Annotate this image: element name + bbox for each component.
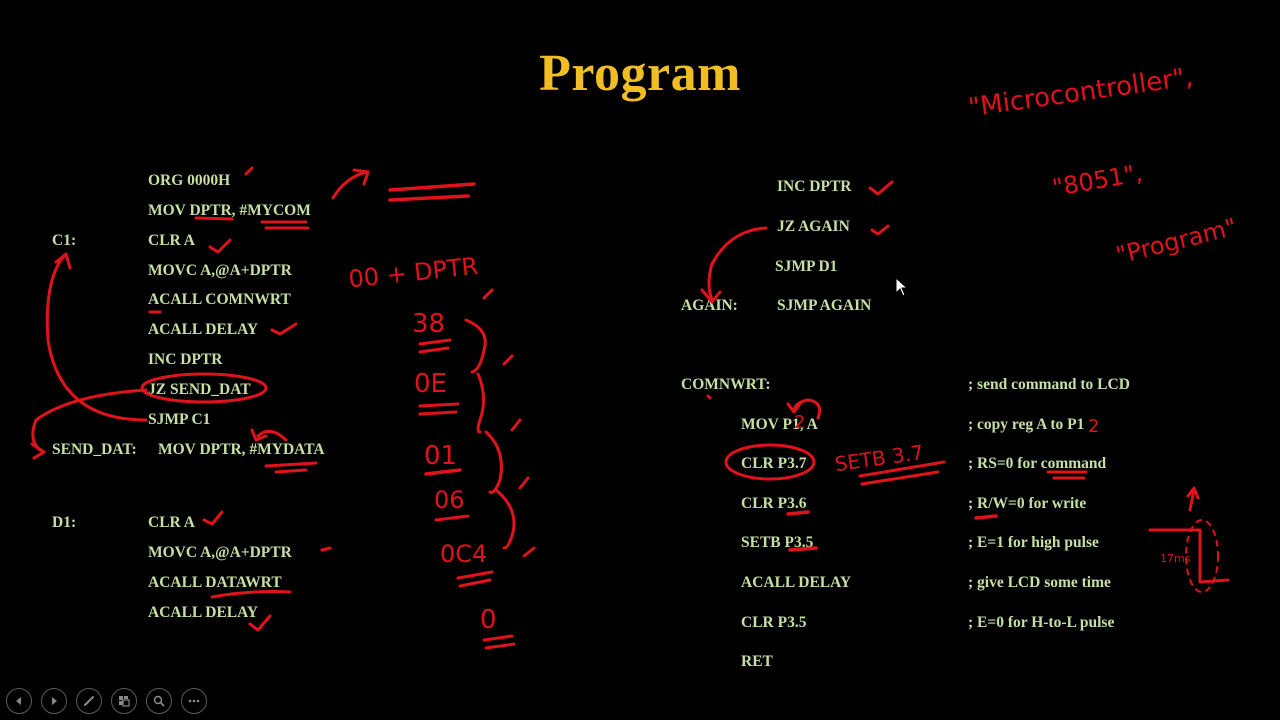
ink-pulse-note: 17ms bbox=[1160, 552, 1191, 565]
slides-grid-icon bbox=[119, 696, 130, 707]
code-label-comnwrt: COMNWRT: bbox=[681, 376, 771, 393]
code-line: CLR P3.5 bbox=[741, 614, 807, 631]
code-comment: ; E=1 for high pulse bbox=[968, 534, 1099, 551]
arrow-right-icon bbox=[52, 697, 57, 705]
ink-hex-value: 0 bbox=[480, 605, 497, 635]
pen-tool-button[interactable] bbox=[76, 688, 102, 714]
ink-checkmark bbox=[868, 180, 894, 196]
code-label-again: AGAIN: bbox=[681, 297, 738, 314]
code-line: JZ SEND_DAT bbox=[148, 381, 251, 398]
code-line: INC DPTR bbox=[148, 351, 223, 368]
ink-p2-fix: 2 bbox=[1088, 416, 1099, 437]
ink-dptr-note: 00 + DPTR bbox=[347, 252, 479, 293]
ellipsis-icon bbox=[188, 699, 200, 703]
ink-checkmark bbox=[270, 322, 298, 336]
code-line: CLR A bbox=[148, 232, 195, 249]
code-comment: ; E=0 for H-to-L pulse bbox=[968, 614, 1115, 631]
code-comment: ; give LCD some time bbox=[968, 574, 1111, 591]
code-comment: ; send command to LCD bbox=[968, 376, 1130, 393]
code-comment: ; RS=0 for command bbox=[968, 455, 1107, 472]
ink-checkmark bbox=[202, 510, 224, 526]
code-line: JZ AGAIN bbox=[777, 218, 850, 235]
ink-tick bbox=[244, 166, 254, 176]
ink-hex-value: 0E bbox=[414, 369, 447, 399]
presenter-toolbar bbox=[6, 688, 207, 714]
code-line: ACALL DELAY bbox=[148, 604, 259, 621]
code-line: MOV DPTR, #MYDATA bbox=[158, 441, 325, 458]
code-line: ORG 0000H bbox=[148, 172, 231, 189]
code-line: ACALL COMNWRT bbox=[148, 291, 291, 308]
code-line: MOVC A,@A+DPTR bbox=[148, 262, 292, 279]
code-line: INC DPTR bbox=[777, 178, 852, 195]
code-line: ACALL DELAY bbox=[148, 321, 259, 338]
see-all-slides-button[interactable] bbox=[111, 688, 137, 714]
code-line: MOVC A,@A+DPTR bbox=[148, 544, 292, 561]
zoom-button[interactable] bbox=[146, 688, 172, 714]
code-line: ACALL DATAWRT bbox=[148, 574, 282, 591]
code-line: MOV P1, A bbox=[741, 416, 818, 433]
code-line: CLR P3.6 bbox=[741, 495, 807, 512]
ink-hex-value: 01 bbox=[424, 441, 457, 471]
code-line: SETB P3.5 bbox=[741, 534, 814, 551]
code-line: SJMP AGAIN bbox=[777, 297, 872, 314]
ink-checkmark bbox=[208, 238, 232, 254]
ink-keyword: "8051", bbox=[1050, 159, 1144, 202]
pen-icon bbox=[84, 696, 94, 706]
code-line: CLR P3.7 bbox=[741, 455, 807, 472]
magnifier-icon bbox=[153, 695, 165, 707]
more-options-button[interactable] bbox=[181, 688, 207, 714]
ink-hex-value: 38 bbox=[412, 309, 445, 339]
ink-hex-value: 06 bbox=[434, 486, 465, 514]
code-line: CLR A bbox=[148, 514, 195, 531]
mouse-cursor-icon bbox=[895, 277, 909, 297]
ink-hex-value: 0C4 bbox=[440, 540, 487, 568]
code-label-send-dat: SEND_DAT: bbox=[52, 441, 137, 458]
ink-keyword: "Program" bbox=[1113, 213, 1239, 270]
code-label-d1: D1: bbox=[52, 514, 77, 531]
arrow-left-icon bbox=[16, 697, 21, 705]
code-label-c1: C1: bbox=[52, 232, 77, 249]
ink-checkmark bbox=[870, 224, 890, 236]
code-line: ACALL DELAY bbox=[741, 574, 852, 591]
ink-setb-note: SETB 3.7 bbox=[833, 440, 925, 476]
code-line: SJMP D1 bbox=[775, 258, 838, 275]
previous-slide-button[interactable] bbox=[6, 688, 32, 714]
next-slide-button[interactable] bbox=[41, 688, 67, 714]
slide-title: Program bbox=[539, 45, 741, 102]
code-line: MOV DPTR, #MYCOM bbox=[148, 202, 311, 219]
code-comment: ; R/W=0 for write bbox=[968, 495, 1087, 512]
code-comment: ; copy reg A to P1 bbox=[968, 416, 1085, 433]
code-line: RET bbox=[741, 653, 773, 670]
code-line: SJMP C1 bbox=[148, 411, 211, 428]
